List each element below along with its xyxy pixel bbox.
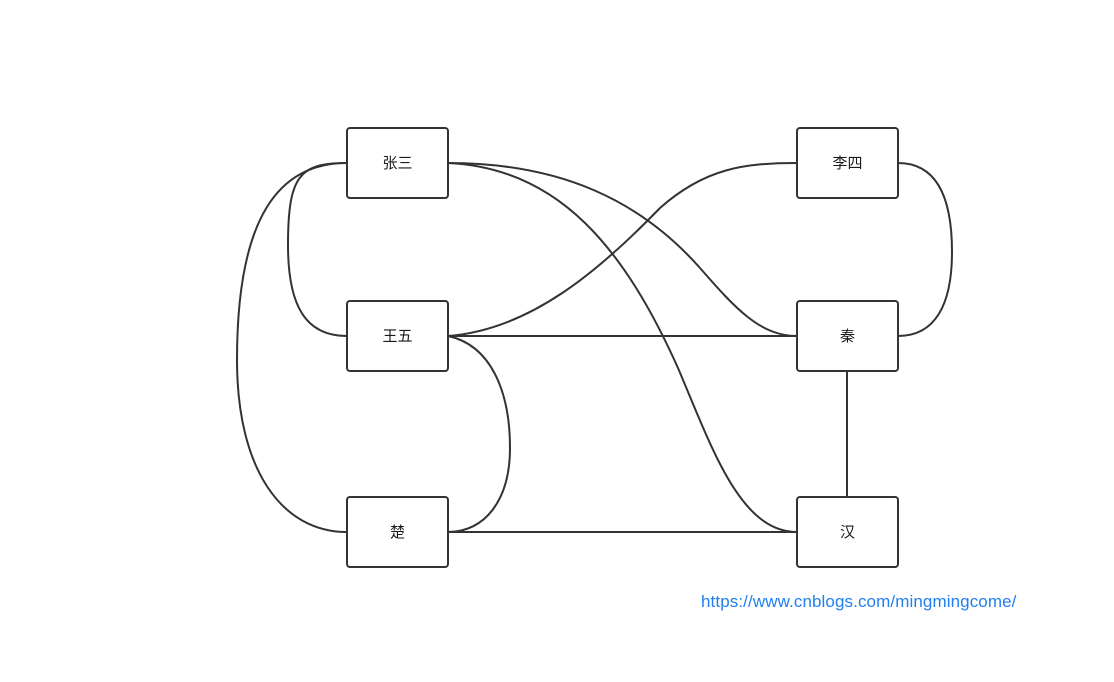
node-layer: 张三 李四 王五 秦 楚 汉 bbox=[346, 127, 899, 568]
node-zhangsan-box[interactable] bbox=[346, 127, 449, 199]
edge-zhangsan-qin[interactable] bbox=[447, 162, 798, 337]
node-zhangsan[interactable]: 张三 bbox=[346, 127, 449, 199]
edge-layer bbox=[235, 162, 954, 533]
node-qin[interactable]: 秦 bbox=[796, 300, 899, 372]
node-lisi[interactable]: 李四 bbox=[796, 127, 899, 199]
node-chu[interactable]: 楚 bbox=[346, 496, 449, 568]
edge-wangwu-lisi[interactable] bbox=[447, 162, 798, 337]
edge-wangwu-chu[interactable] bbox=[447, 335, 512, 533]
node-qin-box[interactable] bbox=[796, 300, 899, 372]
node-wangwu[interactable]: 王五 bbox=[346, 300, 449, 372]
edge-lisi-qin[interactable] bbox=[897, 162, 954, 337]
node-lisi-box[interactable] bbox=[796, 127, 899, 199]
node-wangwu-box[interactable] bbox=[346, 300, 449, 372]
edge-zhangsan-han[interactable] bbox=[447, 162, 798, 533]
edge-zhangsan-wangwu[interactable] bbox=[286, 162, 348, 337]
watermark-url[interactable]: https://www.cnblogs.com/mingmingcome/ bbox=[701, 592, 1017, 611]
node-han[interactable]: 汉 bbox=[796, 496, 899, 568]
node-chu-box[interactable] bbox=[346, 496, 449, 568]
edge-zhangsan-chu[interactable] bbox=[235, 162, 348, 533]
node-han-box[interactable] bbox=[796, 496, 899, 568]
